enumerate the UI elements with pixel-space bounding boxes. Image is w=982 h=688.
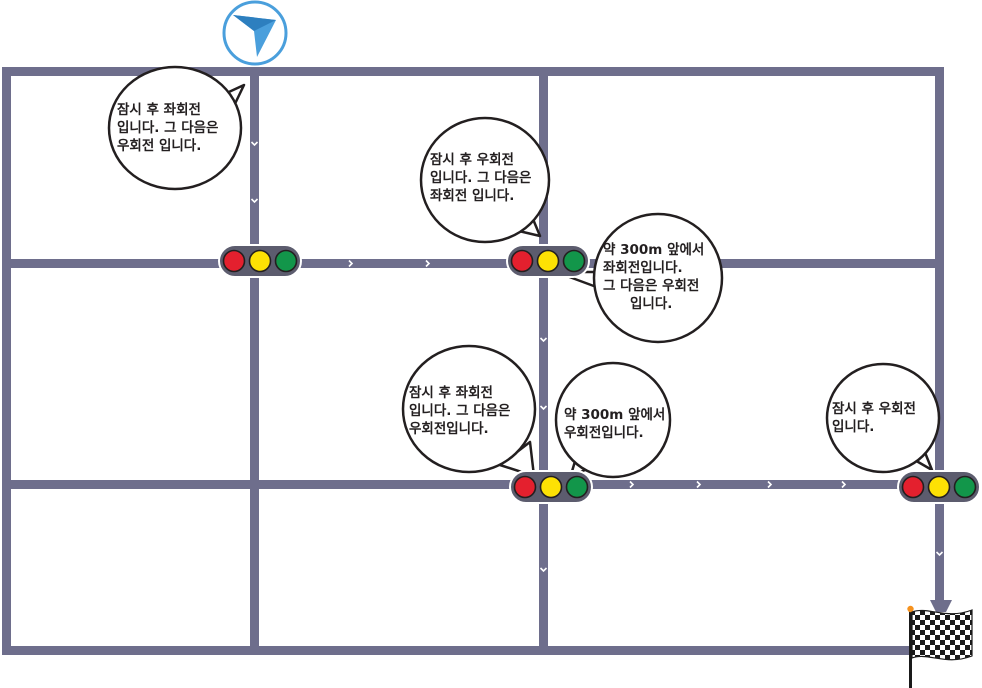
road-horizontal-bottom [2,646,918,655]
bubble-text: 약 300m 앞에서 우회전입니다. [564,406,670,441]
road-vertical-left [2,67,11,655]
road-vertical-third [539,67,548,655]
route-arrow [348,259,354,268]
bubble-text: 잠시 후 좌회전 입니다. 그 다음은 우회전입니다. [409,384,515,437]
traffic-light-icon [218,244,302,278]
traffic-light-icon [506,244,590,278]
route-arrow [935,551,944,557]
bubble-line: 잠시 후 좌회전 [117,101,201,118]
bubble-line: 우회전 입니다. [117,137,201,154]
road-horizontal-top [2,67,944,76]
bubble-text: 잠시 후 우회전 입니다. 그 다음은 좌회전 입니다. [430,151,536,204]
bubble-line: 약 300m 앞에서 [603,241,704,258]
bubble-line: 잠시 후 우회전 [430,151,514,168]
road-horizontal-middle [2,259,942,268]
bubble-6: 잠시 후 우회전 입니다. [825,362,941,474]
road-horizontal-lower [2,480,942,489]
bubble-line: 입니다. [832,419,874,435]
bubble-5: 약 300m 앞에서 우회전입니다. [554,361,672,480]
bubble-line: 입니다. 그 다음은 [409,403,510,419]
bubble-4: 잠시 후 좌회전 입니다. 그 다음은 우회전입니다. [401,344,537,478]
bubble-line: 그 다음은 우회전 [603,277,699,294]
bubble-1: 잠시 후 좌회전 입니다. 그 다음은 우회전 입니다. [107,65,246,191]
bubble-text: 잠시 후 우회전 입니다. [832,400,921,435]
checkered-flag-icon [907,600,973,688]
route-arrow [629,480,635,489]
bubble-line: 입니다. 그 다음은 [430,170,531,186]
route-arrow [767,480,773,489]
route-arrow [539,567,548,573]
road-grid [2,67,944,655]
bubble-line: 입니다. [630,296,672,312]
bubble-line: 입니다. 그 다음은 [117,120,218,136]
bubble-line: 잠시 후 좌회전 [409,384,493,401]
route-arrow [250,198,259,204]
route-arrow [539,405,548,411]
route-arrows [250,141,944,573]
bubble-line: 우회전입니다. [564,424,644,441]
route-arrow [539,337,548,343]
navigation-arrow-icon [222,0,288,66]
bubble-line: 잠시 후 우회전 [832,400,916,417]
route-arrow [250,141,259,147]
bubble-text: 잠시 후 좌회전 입니다. 그 다음은 우회전 입니다. [117,101,223,154]
route-arrow [841,480,847,489]
bubble-line: 우회전입니다. [409,420,489,437]
road-vertical-right [935,67,944,607]
road-vertical-second [250,67,259,655]
bubble-3: 약 300m 앞에서 좌회전입니다. 그 다음은 우회전 입니다. [554,212,724,344]
bubble-line: 약 300m 앞에서 [564,406,665,423]
bubble-text: 약 300m 앞에서 좌회전입니다. 그 다음은 우회전 입니다. [603,241,709,312]
route-arrow [696,480,702,489]
bubble-line: 좌회전입니다. [603,259,683,276]
route-arrow [425,259,431,268]
traffic-light-icon [897,470,981,504]
bubble-line: 좌회전 입니다. [430,187,514,204]
bubble-2: 잠시 후 우회전 입니다. 그 다음은 좌회전 입니다. [419,116,551,244]
traffic-light-icon [509,470,593,504]
